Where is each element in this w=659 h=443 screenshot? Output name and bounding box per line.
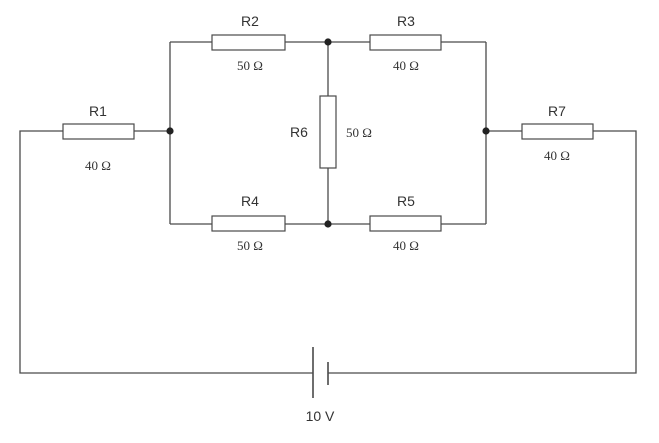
label-r7-name: R7: [548, 103, 566, 119]
label-r4-name: R4: [241, 193, 259, 209]
label-r6-name: R6: [290, 124, 308, 140]
label-r4-value: 50 Ω: [237, 238, 263, 253]
label-r1-name: R1: [89, 103, 107, 119]
resistor-r1: [62, 123, 135, 140]
label-r2-name: R2: [241, 13, 259, 29]
junction-node-right: [482, 127, 490, 135]
resistor-r7: [521, 123, 594, 140]
junction-node-bottom: [324, 220, 332, 228]
wire-left-loop: [19, 130, 313, 374]
label-r5-name: R5: [397, 193, 415, 209]
wire-right-loop: [328, 130, 637, 374]
resistor-r6: [319, 95, 337, 169]
label-r3-name: R3: [397, 13, 415, 29]
label-r7-value: 40 Ω: [544, 148, 570, 163]
label-r6-value: 50 Ω: [346, 125, 372, 140]
resistor-r3: [369, 34, 442, 51]
battery-symbol: [312, 347, 329, 398]
resistor-r2: [211, 34, 286, 51]
resistor-r4: [211, 215, 286, 232]
junction-node-top: [324, 38, 332, 46]
label-source-voltage: 10 V: [306, 408, 335, 424]
wires: [19, 41, 637, 374]
label-r2-value: 50 Ω: [237, 58, 263, 73]
junction-node-left: [166, 127, 174, 135]
label-r5-value: 40 Ω: [393, 238, 419, 253]
label-r1-value: 40 Ω: [85, 158, 111, 173]
resistor-r5: [369, 215, 442, 232]
label-r3-value: 40 Ω: [393, 58, 419, 73]
